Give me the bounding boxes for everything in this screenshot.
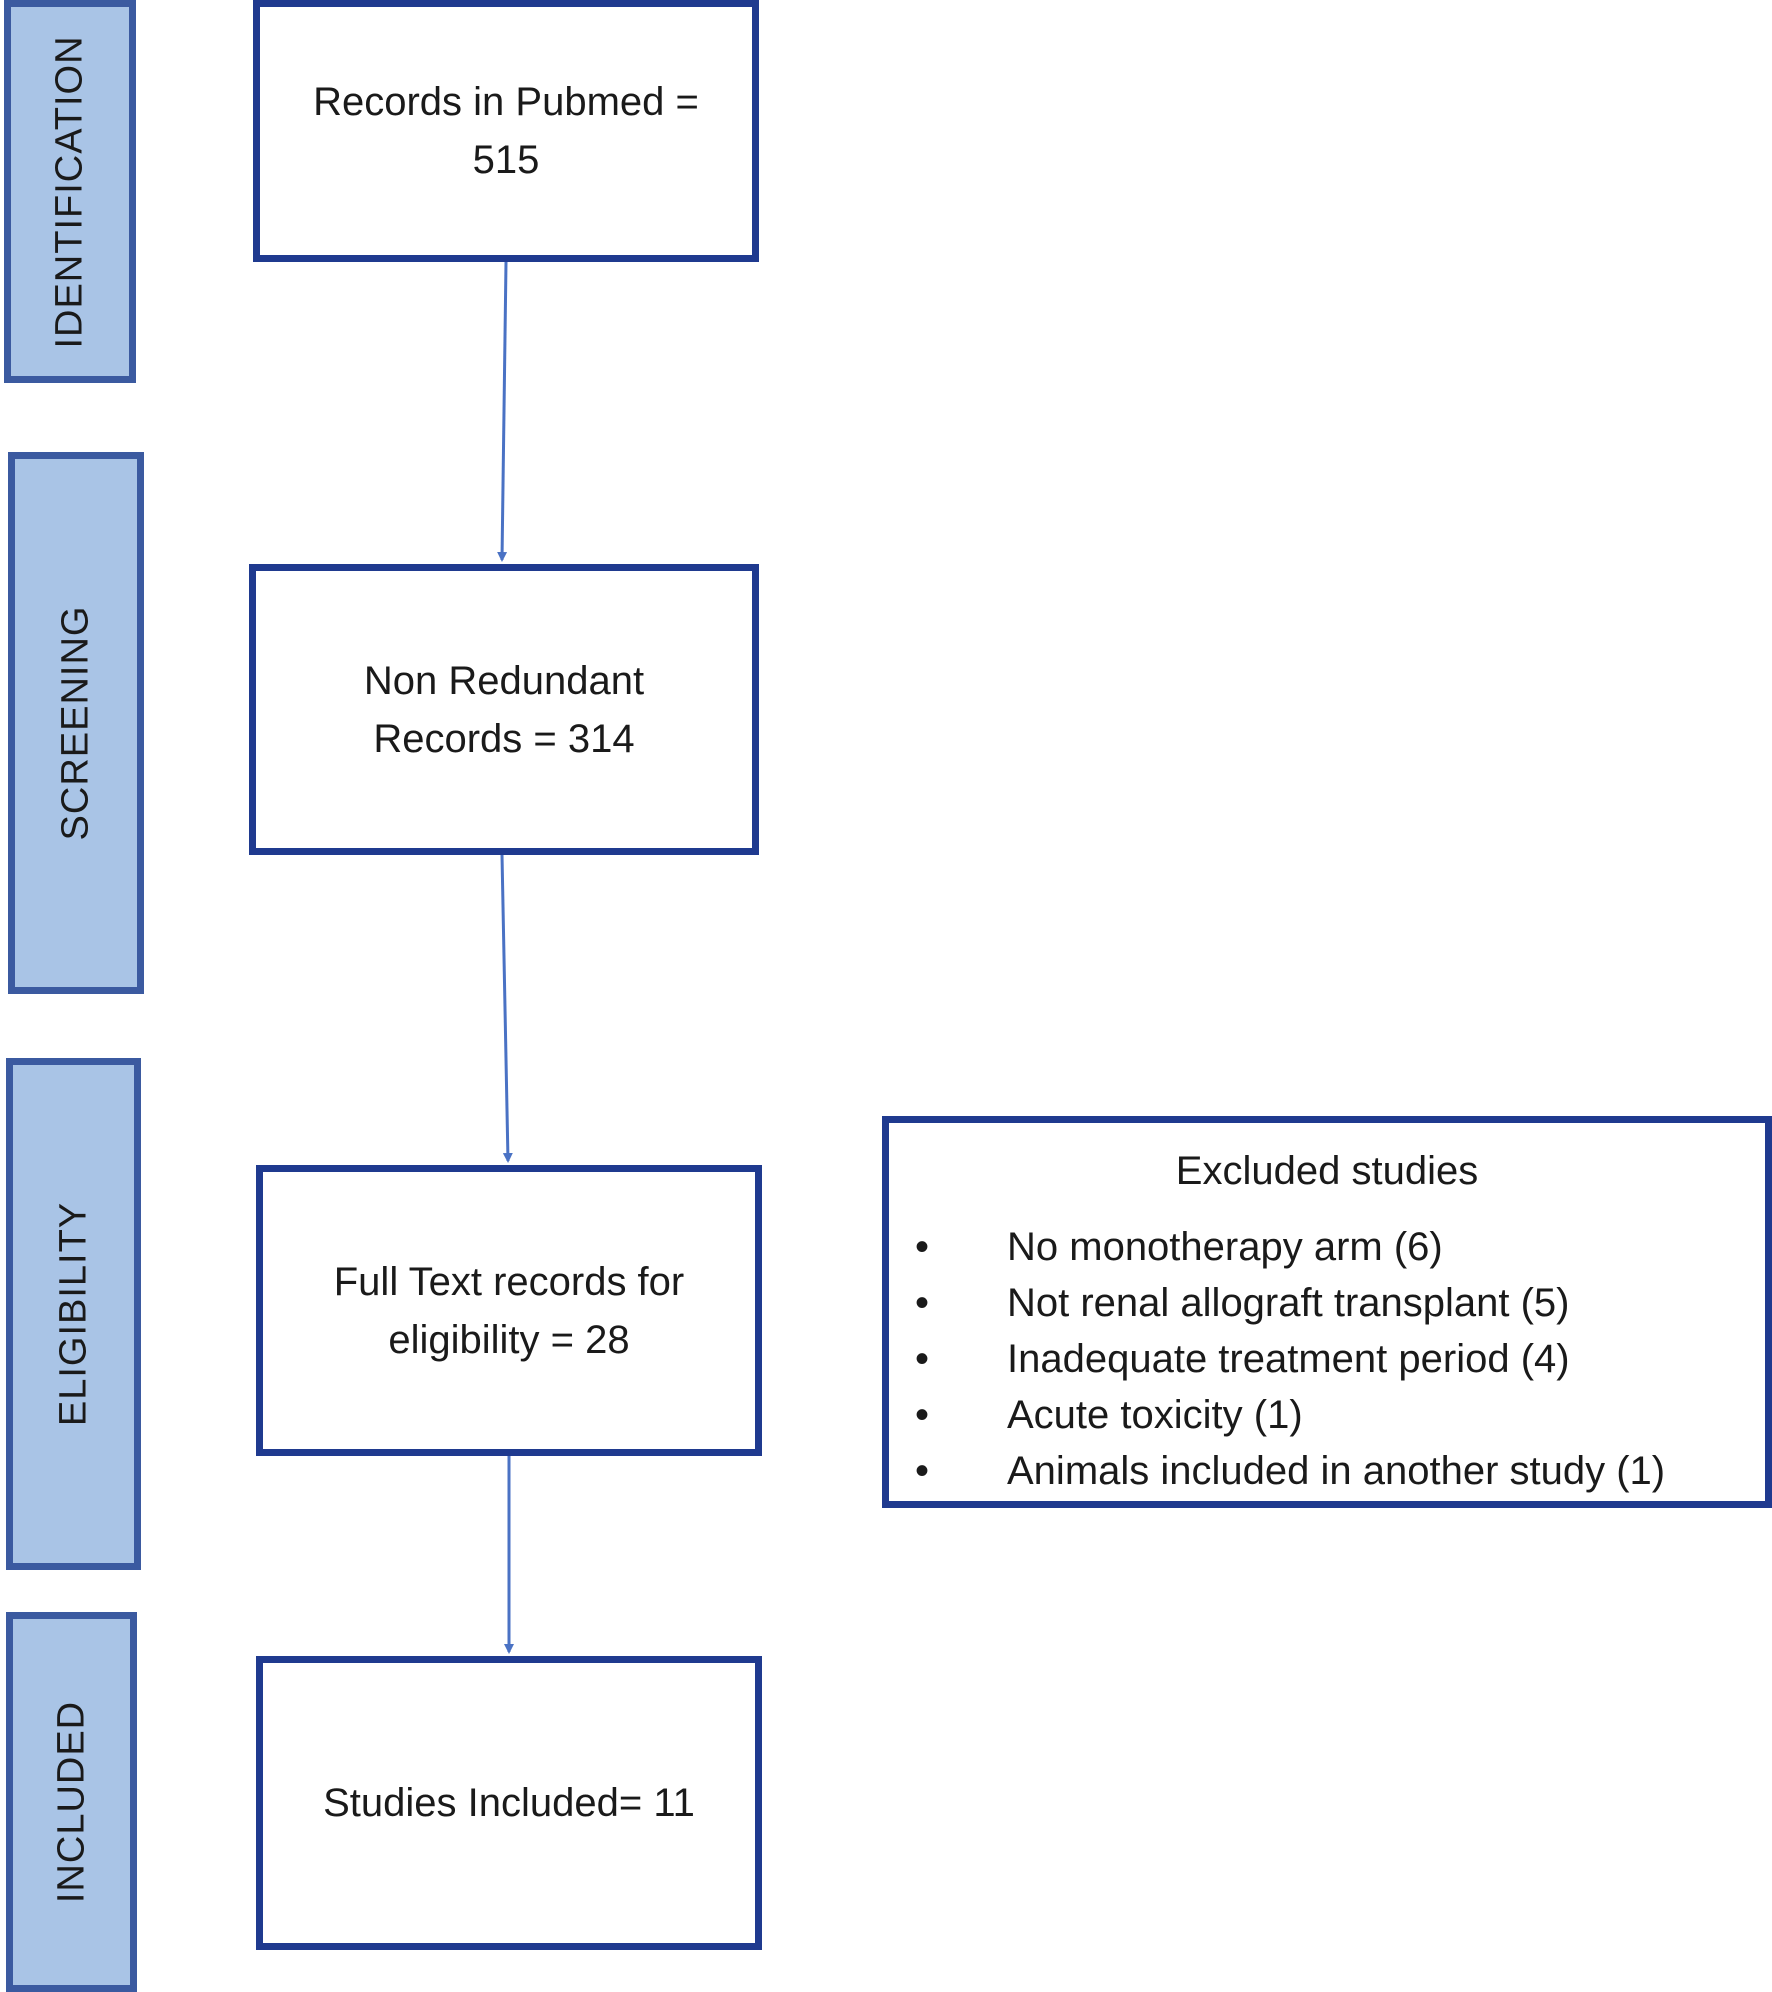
arrow-screening-to-eligibility (500, 854, 513, 1163)
excluded-item-label: Not renal allograft transplant (5) (1007, 1281, 1570, 1325)
excluded-studies-title: Excluded studies (1175, 1149, 1479, 1193)
records-pubmed-text: Records in Pubmed = 515 (313, 80, 699, 182)
full-text-box: Full Text records for eligibility = 28 (256, 1165, 762, 1456)
stage-eligibility: ELIGIBILITY (6, 1058, 141, 1570)
studies-included-text: Studies Included= 11 (323, 1781, 695, 1825)
excluded-item: • Acute toxicity (1) (889, 1387, 1765, 1443)
stage-identification: IDENTIFICATION (4, 0, 136, 383)
non-redundant-text: Non Redundant Records = 314 (363, 658, 645, 761)
excluded-item-label: Animals included in another study (1) (1007, 1449, 1666, 1493)
excluded-item: • Not renal allograft transplant (5) (889, 1275, 1765, 1331)
excluded-item-label: No monotherapy arm (6) (1007, 1225, 1443, 1269)
bullet-icon: • (915, 1337, 930, 1381)
excluded-item-label: Acute toxicity (1) (1007, 1393, 1303, 1437)
excluded-studies-box: Excluded studies • No monotherapy arm (6… (882, 1116, 1772, 1508)
stage-screening: SCREENING (8, 452, 144, 994)
bullet-icon: • (915, 1281, 930, 1325)
arrow-identification-to-screening (497, 261, 508, 562)
bullet-icon: • (915, 1449, 930, 1493)
stage-included: INCLUDED (6, 1612, 137, 1992)
excluded-item: • Inadequate treatment period (4) (889, 1331, 1765, 1387)
excluded-item-label: Inadequate treatment period (4) (1007, 1337, 1570, 1381)
non-redundant-box: Non Redundant Records = 314 (249, 564, 759, 855)
full-text-text: Full Text records for eligibility = 28 (333, 1259, 685, 1362)
studies-included-box: Studies Included= 11 (256, 1656, 762, 1950)
excluded-studies-list: • No monotherapy arm (6) • Not renal all… (889, 1219, 1765, 1499)
bullet-icon: • (915, 1225, 930, 1269)
excluded-item: • No monotherapy arm (6) (889, 1219, 1765, 1275)
records-pubmed-box: Records in Pubmed = 515 (253, 0, 759, 262)
excluded-item: • Animals included in another study (1) (889, 1443, 1765, 1499)
bullet-icon: • (915, 1393, 930, 1437)
